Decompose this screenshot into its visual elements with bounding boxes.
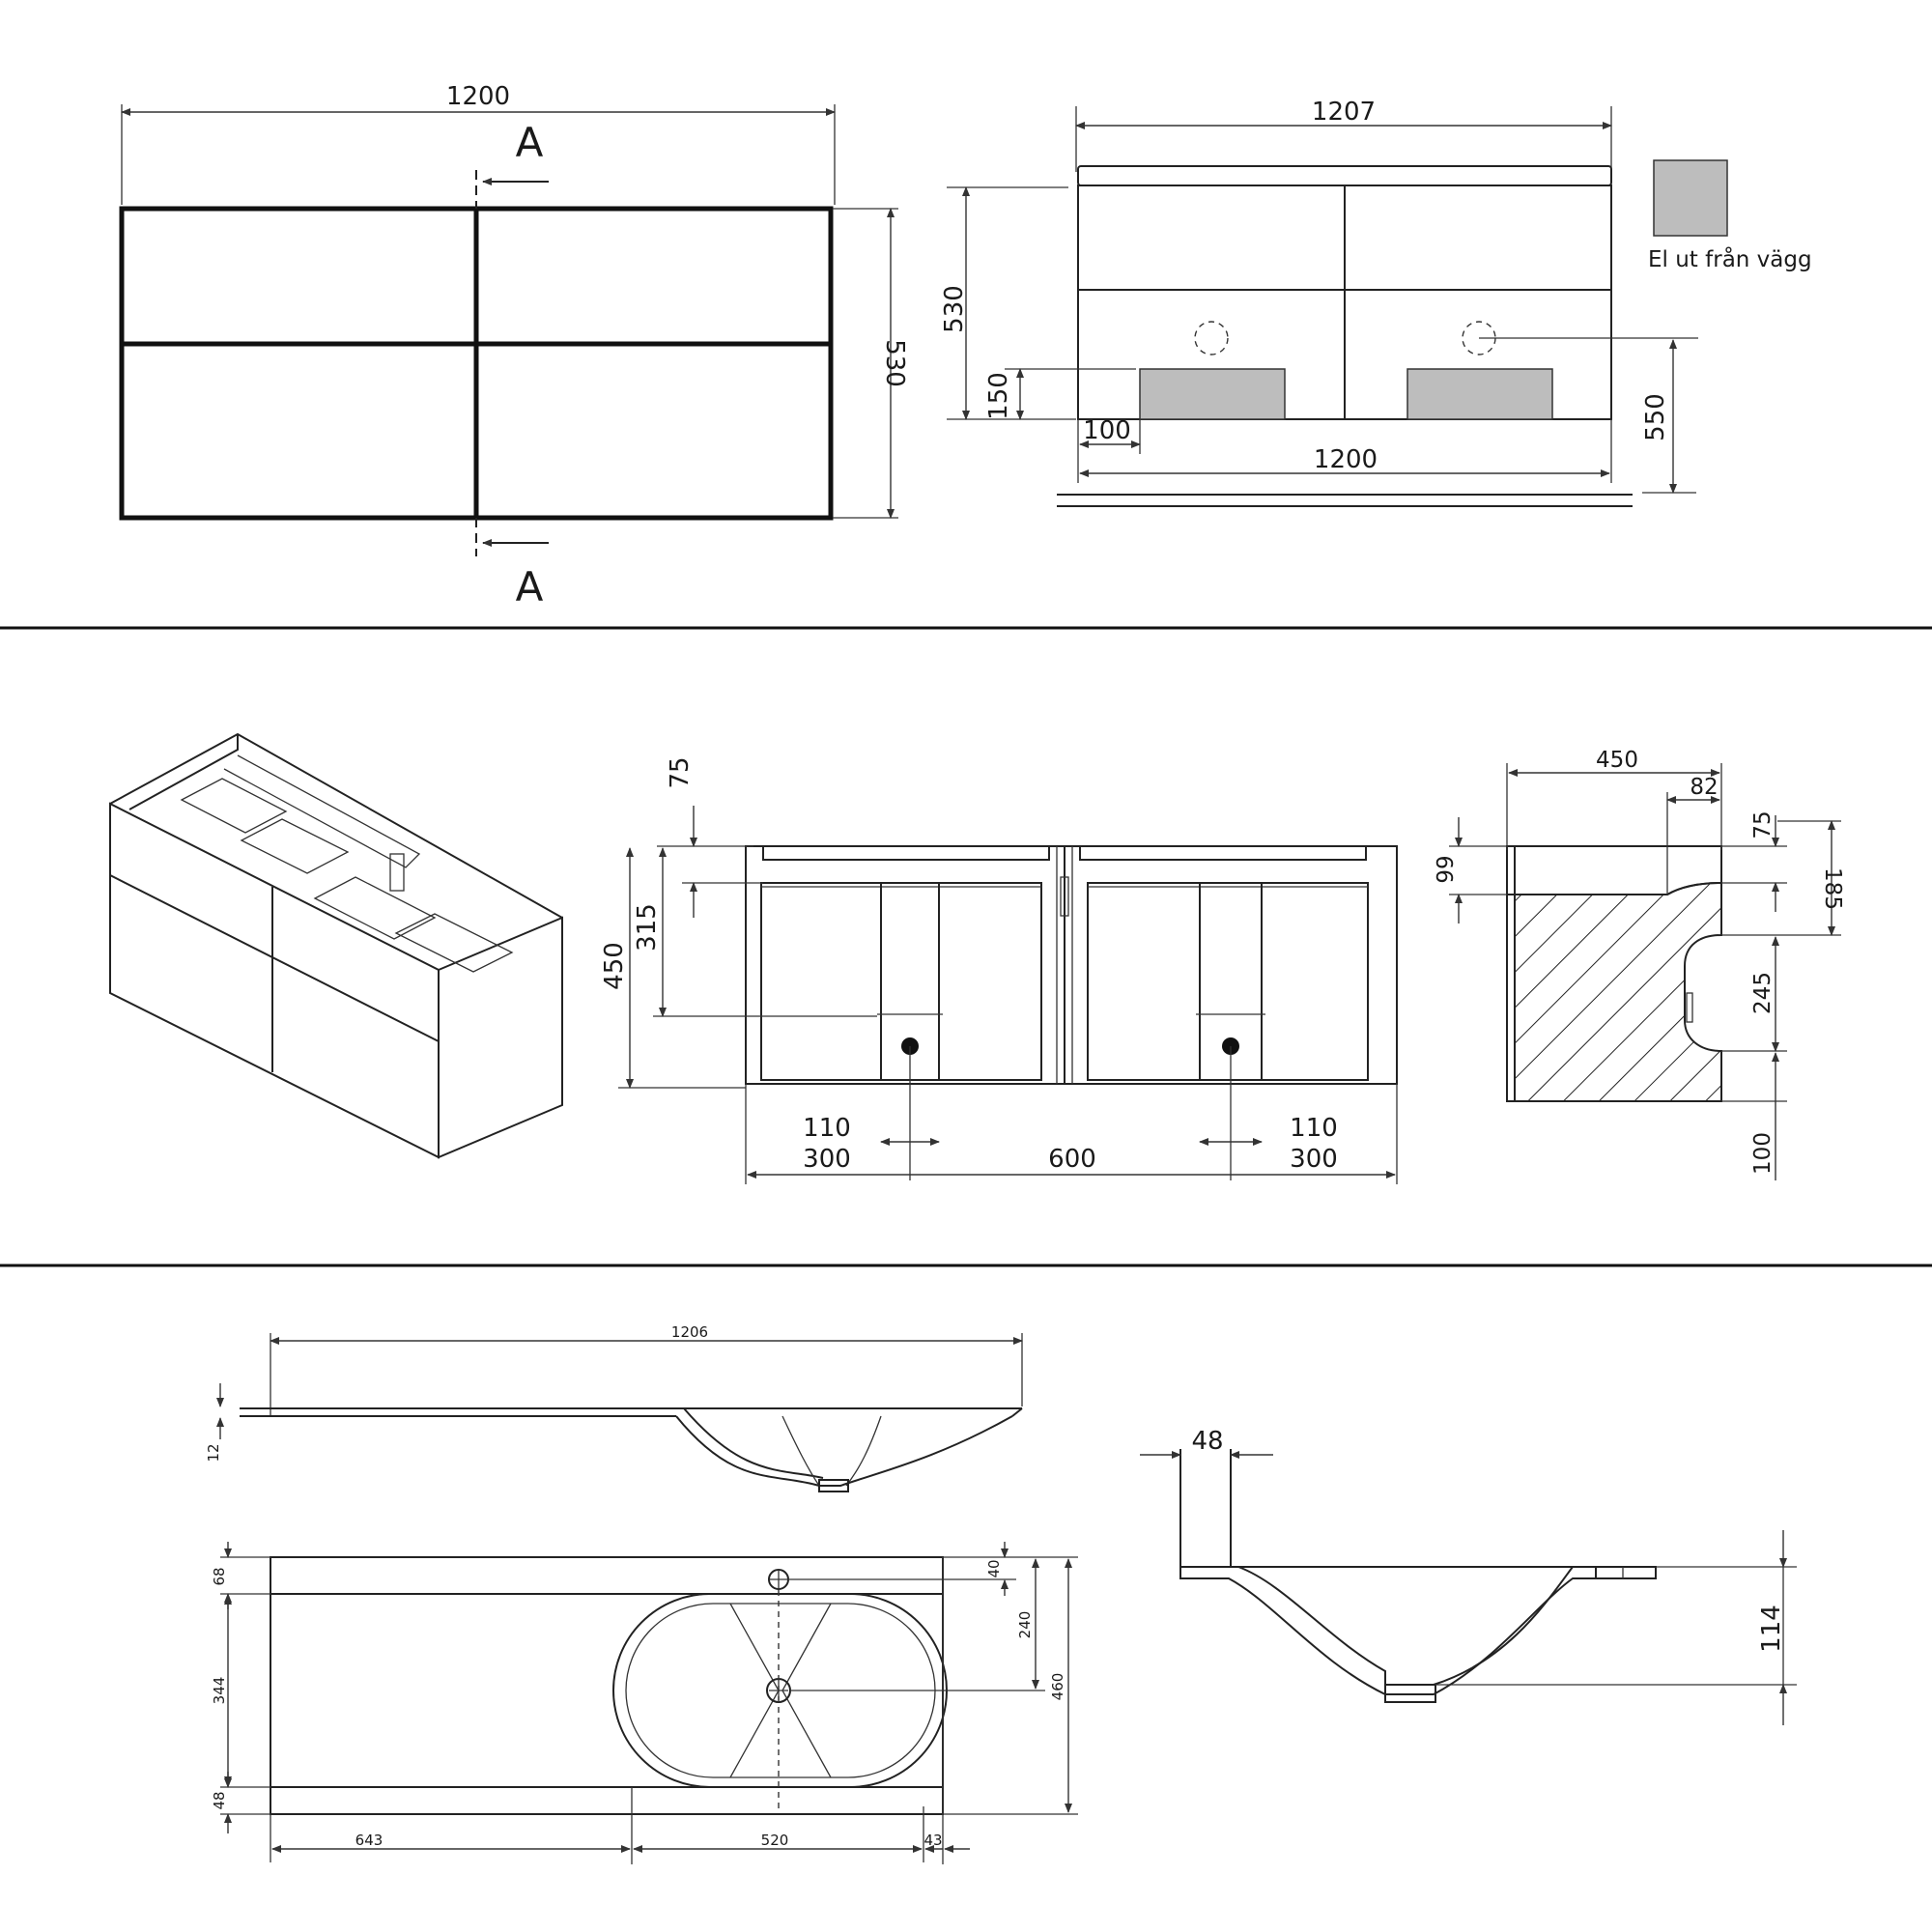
section-left-drain-label: 110 <box>803 1114 851 1143</box>
section-right-width-label: 300 <box>1290 1145 1338 1174</box>
cutout-height-label: 150 <box>984 372 1013 420</box>
section-front-view: 75 315 450 110 110 300 600 300 <box>600 756 1398 1184</box>
legend-swatch <box>1653 159 1728 237</box>
top-plan-view: 1200 530 A A <box>119 82 909 611</box>
basin-plan-view: 68 344 48 40 240 460 643 520 43 <box>211 1542 1078 1864</box>
section-mark-bottom: A <box>516 563 544 611</box>
cutout-left <box>1139 368 1286 420</box>
side-back-offset-label: 82 <box>1690 775 1718 800</box>
section-rim-width-label: 48 <box>1191 1427 1223 1456</box>
basin-thickness-label: 12 <box>205 1443 222 1462</box>
front-top-width-label: 1207 <box>1312 98 1376 127</box>
section-bowl-height-label: 114 <box>1757 1605 1786 1653</box>
side-depth-label: 450 <box>1596 748 1638 773</box>
basin-side-view: 1206 12 <box>205 1323 1023 1492</box>
section-mark-top: A <box>516 119 544 166</box>
plan-right-length-label: 43 <box>923 1832 942 1849</box>
cutout-right <box>1406 368 1553 420</box>
plan-bowl-length-label: 520 <box>761 1832 789 1849</box>
basin-section-view: 48 114 <box>1140 1427 1797 1725</box>
side-top-step-label: 75 <box>1750 810 1776 838</box>
front-view: 1207 530 150 100 1200 550 El ut från väg… <box>940 98 1812 507</box>
plan-back-margin-label: 48 <box>211 1791 228 1809</box>
cutout-offset-label: 100 <box>1083 416 1131 445</box>
section-middle-width-label: 600 <box>1048 1145 1096 1174</box>
basin-length-label: 1206 <box>671 1323 708 1341</box>
plan-bowl-depth-label: 344 <box>211 1677 228 1705</box>
side-middle-zone-label: 245 <box>1750 972 1776 1014</box>
plan-drain-offset-label: 240 <box>1016 1611 1034 1639</box>
plan-depth-label: 530 <box>880 339 909 387</box>
outlet-marker-left <box>1194 321 1229 355</box>
front-height-label: 530 <box>940 285 969 333</box>
plan-tap-offset-label: 40 <box>985 1559 1003 1577</box>
plan-total-depth-label: 460 <box>1049 1673 1066 1701</box>
isometric-cabinet-view <box>109 732 563 1159</box>
outlet-height-label: 550 <box>1641 393 1670 441</box>
section-top-offset-label: 75 <box>666 756 695 788</box>
plan-left-length-label: 643 <box>355 1832 384 1849</box>
front-bottom-width-label: 1200 <box>1314 445 1378 474</box>
side-upper-zone-label: 185 <box>1820 867 1845 910</box>
legend-label: El ut från vägg <box>1648 245 1812 272</box>
plan-front-margin-label: 68 <box>211 1567 228 1585</box>
section-inner-height-label: 315 <box>633 903 662 952</box>
section-left-width-label: 300 <box>803 1145 851 1174</box>
section-right-drain-label: 110 <box>1290 1114 1338 1143</box>
side-section-view: 450 82 75 99 185 245 100 <box>1434 748 1845 1180</box>
side-bottom-zone-label: 100 <box>1750 1132 1776 1175</box>
section-total-height-label: 450 <box>600 942 629 990</box>
side-left-height-label: 99 <box>1434 855 1459 883</box>
plan-width-label: 1200 <box>446 82 510 111</box>
